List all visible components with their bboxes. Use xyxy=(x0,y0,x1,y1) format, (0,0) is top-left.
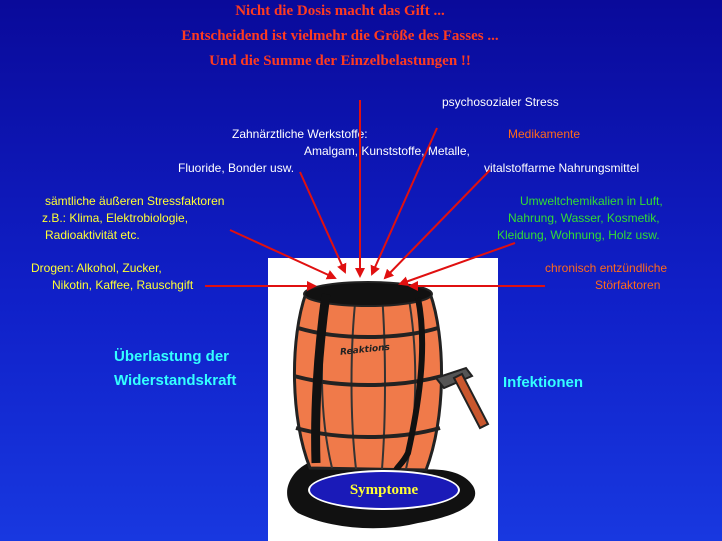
label-vitalstoff: vitalstoffarme Nahrungsmittel xyxy=(484,161,640,175)
label-ueberlastung-2: Widerstandskraft xyxy=(114,372,237,389)
symptome-label: Symptome xyxy=(349,481,419,498)
title-line-2: Entscheidend ist vielmehr die Größe des … xyxy=(181,28,499,44)
barrel-body xyxy=(293,291,443,472)
label-stress-2: z.B.: Klima, Elektrobiologie, xyxy=(42,211,189,225)
symptome-oval: Symptome xyxy=(308,470,460,510)
arrow-medikamente xyxy=(370,127,438,276)
label-stress-1: sämtliche äußeren Stressfaktoren xyxy=(45,194,225,208)
label-stress-3: Radioaktivität etc. xyxy=(45,228,140,242)
label-umwelt-2: Nahrung, Wasser, Kosmetik, xyxy=(508,211,660,225)
label-umwelt-1: Umweltchemikalien in Luft, xyxy=(520,194,663,208)
arrow-umwelt xyxy=(398,242,516,287)
hammer-handle xyxy=(452,372,490,430)
arrow-stress xyxy=(229,229,337,280)
title-line-1: Nicht die Dosis macht das Gift ... xyxy=(235,3,445,19)
label-umwelt-3: Kleidung, Wohnung, Holz usw. xyxy=(497,228,660,242)
arrow-zahn xyxy=(299,171,347,274)
label-zahn-1: Zahnärztliche Werkstoffe: xyxy=(232,127,368,141)
label-drogen-2: Nikotin, Kaffee, Rauschgift xyxy=(52,278,194,292)
label-medikamente: Medikamente xyxy=(508,127,581,141)
label-chronisch-2: Störfaktoren xyxy=(595,278,661,292)
label-infektionen: Infektionen xyxy=(503,374,584,391)
barrel-illustration: Reaktions xyxy=(268,258,498,541)
label-drogen-1: Drogen: Alkohol, Zucker, xyxy=(31,261,162,275)
label-ueberlastung-1: Überlastung der xyxy=(114,348,230,365)
label-zahn-3: Fluoride, Bonder usw. xyxy=(178,161,295,175)
title-line-3: Und die Summe der Einzelbelastungen !! xyxy=(209,53,471,69)
arrow-vitalstoff xyxy=(383,169,491,280)
label-psychosozial: psychosozialer Stress xyxy=(442,95,559,109)
label-chronisch-1: chronisch entzündliche xyxy=(545,261,668,275)
